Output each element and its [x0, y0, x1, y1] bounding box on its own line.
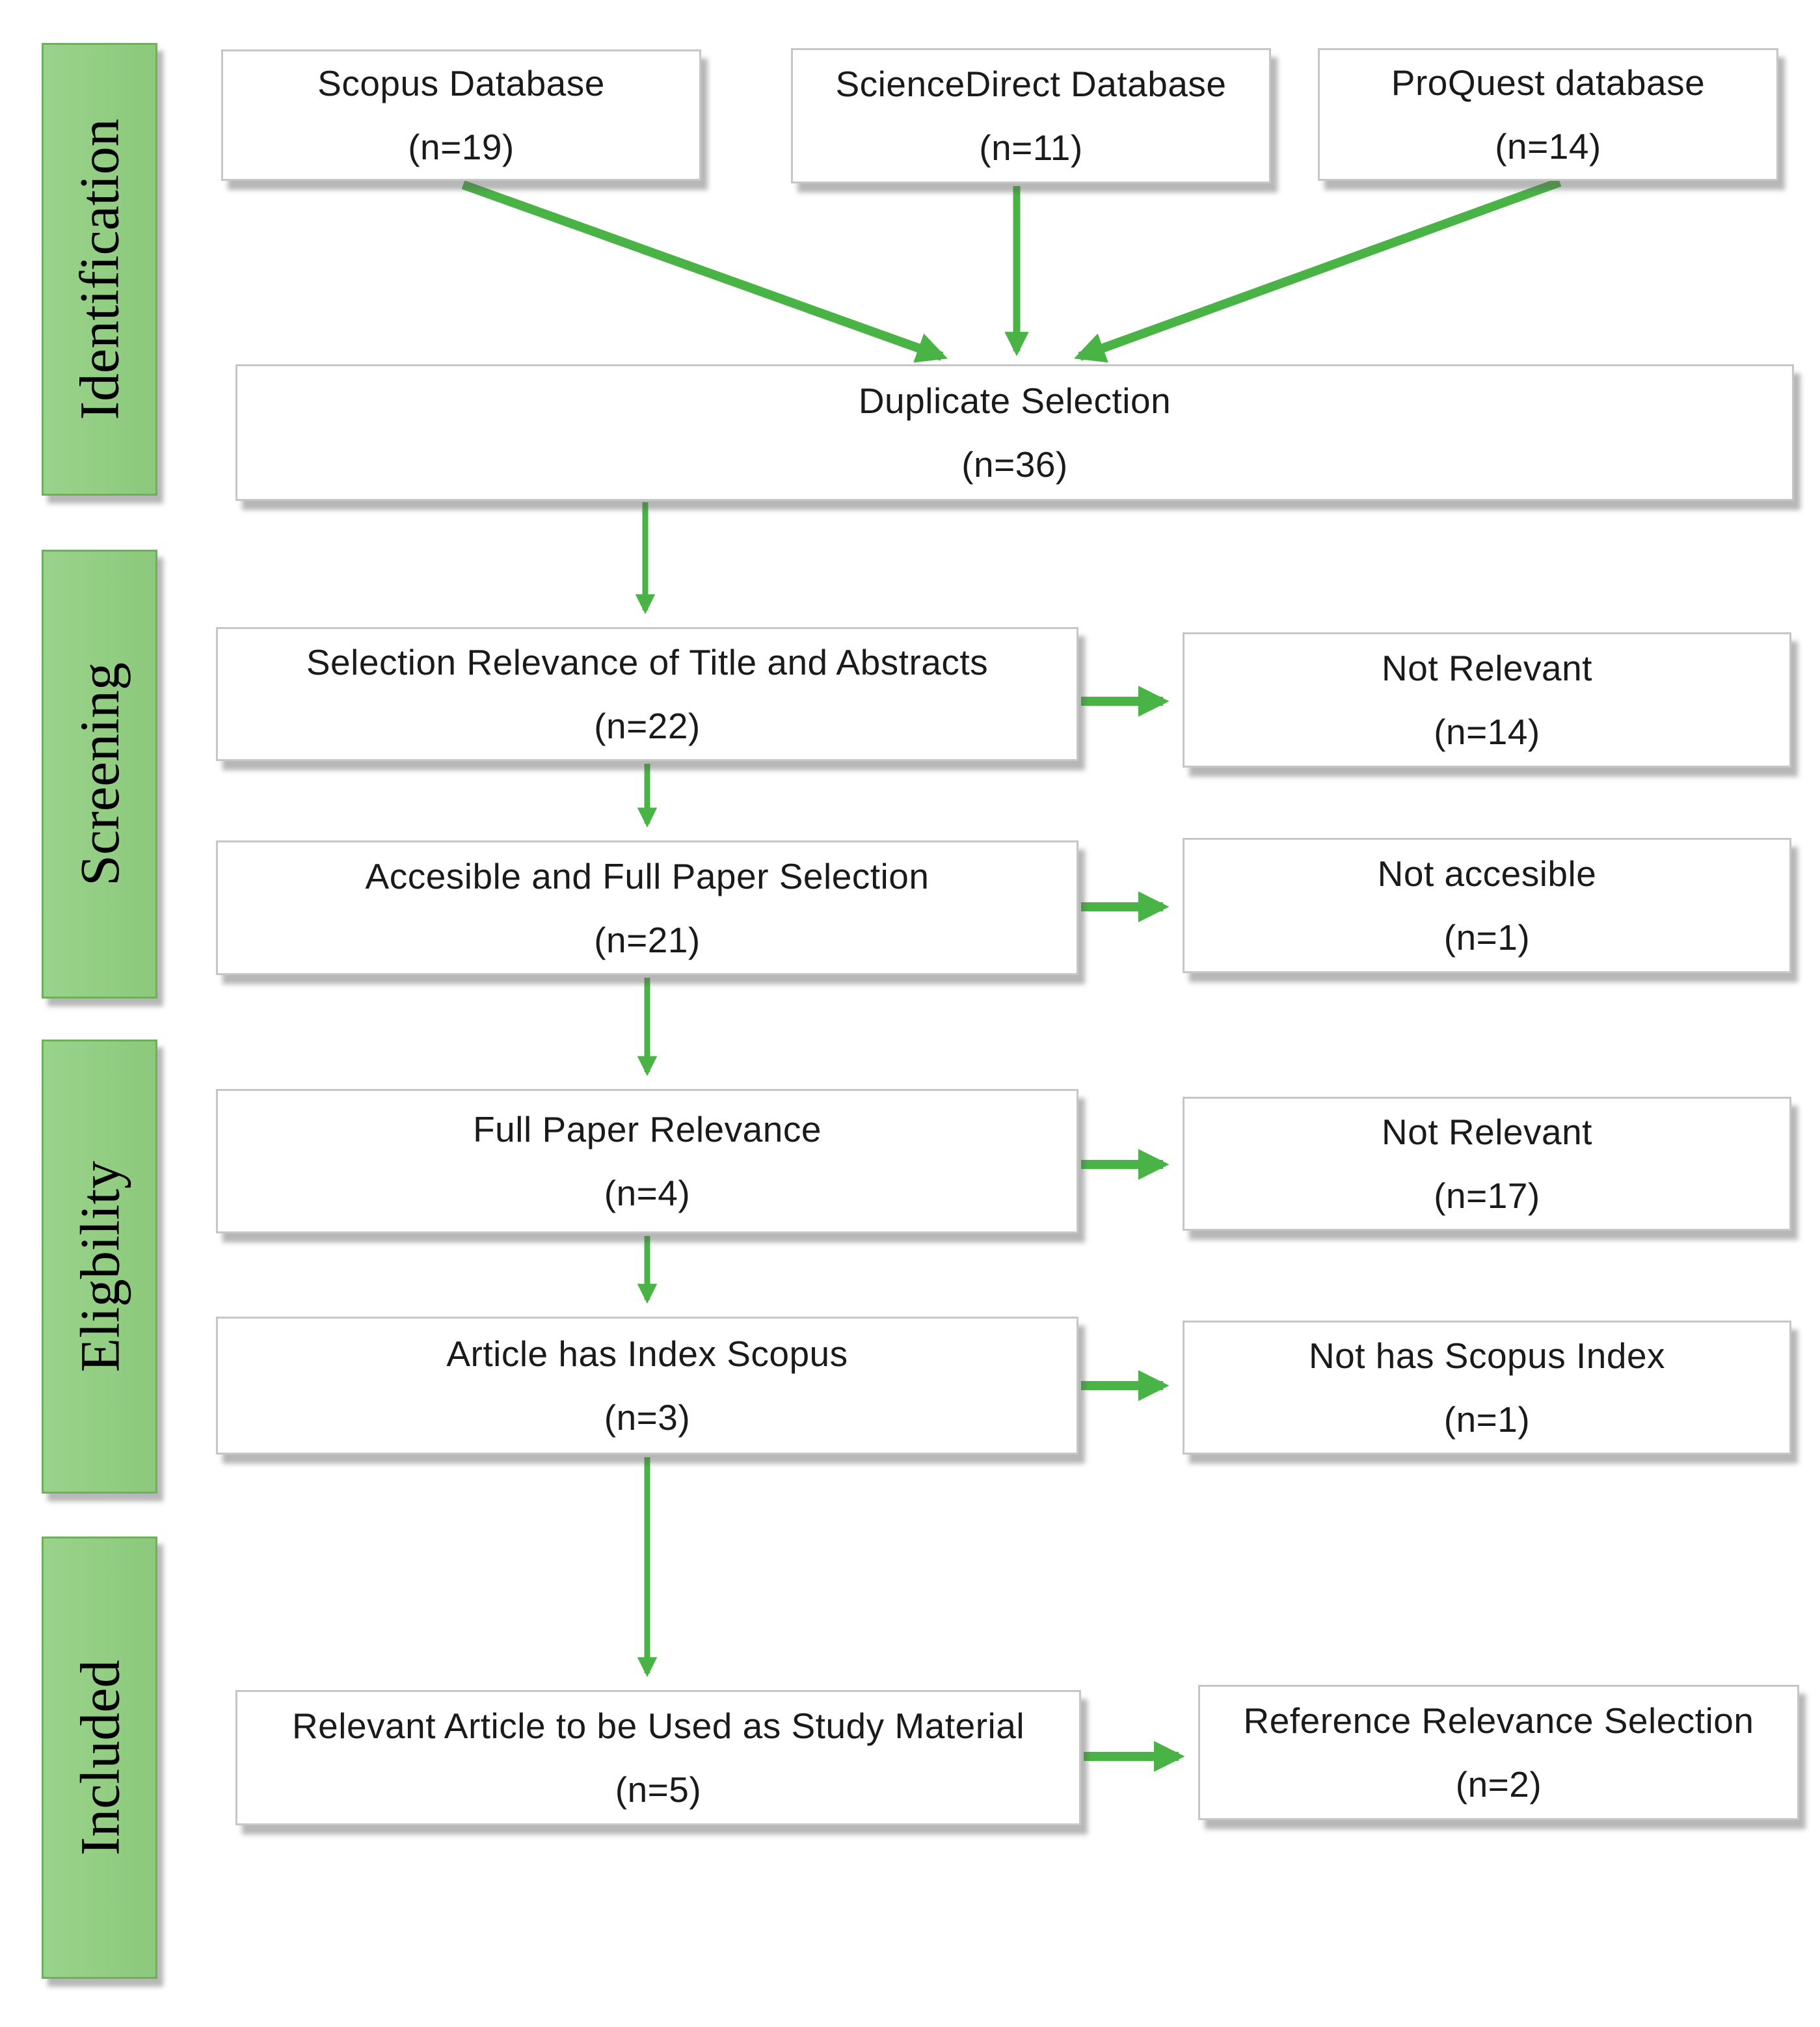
box-count: (n=22) — [594, 706, 701, 746]
box-proquest-database: ProQuest database (n=14) — [1318, 48, 1778, 181]
box-accesible-full-paper-selection: Accesible and Full Paper Selection (n=21… — [216, 840, 1078, 975]
box-count: (n=3) — [604, 1397, 691, 1438]
box-count: (n=4) — [604, 1173, 691, 1213]
box-title: Full Paper Relevance — [473, 1109, 822, 1149]
box-count: (n=2) — [1455, 1764, 1542, 1805]
box-count: (n=11) — [979, 128, 1083, 168]
box-count: (n=21) — [594, 919, 701, 960]
box-title: Reference Relevance Selection — [1243, 1700, 1754, 1741]
box-count: (n=1) — [1443, 917, 1531, 958]
box-selection-relevance-title-abstracts: Selection Relevance of Title and Abstrac… — [216, 627, 1078, 761]
box-title: Article has Index Scopus — [446, 1334, 848, 1374]
box-reference-relevance-selection: Reference Relevance Selection (n=2) — [1198, 1685, 1799, 1820]
box-title: Not accesible — [1377, 853, 1597, 894]
box-not-relevant-screening: Not Relevant (n=14) — [1183, 632, 1791, 768]
box-title: ProQuest database — [1391, 62, 1706, 103]
box-relevant-article-study-material: Relevant Article to be Used as Study Mat… — [235, 1690, 1081, 1825]
box-duplicate-selection: Duplicate Selection (n=36) — [235, 364, 1794, 501]
box-title: Not has Scopus Index — [1308, 1336, 1666, 1376]
box-title: Not Relevant — [1382, 1112, 1592, 1152]
box-count: (n=14) — [1434, 712, 1540, 752]
stage-label-text: Eligbility — [68, 1161, 131, 1373]
stage-label-text: Screening — [68, 662, 131, 886]
box-scopus-database: Scopus Database (n=19) — [221, 49, 701, 181]
arrow-proquest-to-duplicate — [1074, 178, 1562, 363]
stage-label-text: Included — [68, 1659, 131, 1856]
box-count: (n=19) — [408, 127, 515, 167]
box-title: Selection Relevance of Title and Abstrac… — [306, 642, 989, 682]
box-not-accesible: Not accesible (n=1) — [1183, 838, 1791, 973]
box-title: Scopus Database — [317, 63, 605, 103]
stage-label-screening: Screening — [42, 550, 157, 999]
box-title: Accesible and Full Paper Selection — [365, 855, 930, 896]
box-count: (n=1) — [1443, 1399, 1531, 1440]
box-count: (n=17) — [1434, 1175, 1540, 1216]
box-not-relevant-eligbility: Not Relevant (n=17) — [1183, 1097, 1791, 1231]
box-not-has-scopus-index: Not has Scopus Index (n=1) — [1183, 1321, 1791, 1455]
box-title: Duplicate Selection — [858, 381, 1171, 421]
stage-label-included: Included — [42, 1537, 157, 1979]
box-title: ScienceDirect Database — [835, 64, 1227, 104]
box-count: (n=14) — [1495, 126, 1601, 167]
box-full-paper-relevance: Full Paper Relevance (n=4) — [216, 1089, 1078, 1233]
box-sciencedirect-database: ScienceDirect Database (n=11) — [791, 48, 1271, 183]
box-article-has-index-scopus: Article has Index Scopus (n=3) — [216, 1317, 1078, 1455]
box-count: (n=36) — [961, 444, 1068, 485]
stage-label-text: Identification — [68, 118, 131, 420]
arrow-scopus-to-duplicate — [461, 180, 948, 363]
box-title: Not Relevant — [1382, 648, 1592, 688]
stage-label-identification: Identification — [42, 43, 157, 496]
box-count: (n=5) — [615, 1769, 702, 1810]
stage-label-eligbility: Eligbility — [42, 1040, 157, 1494]
box-title: Relevant Article to be Used as Study Mat… — [291, 1706, 1025, 1746]
